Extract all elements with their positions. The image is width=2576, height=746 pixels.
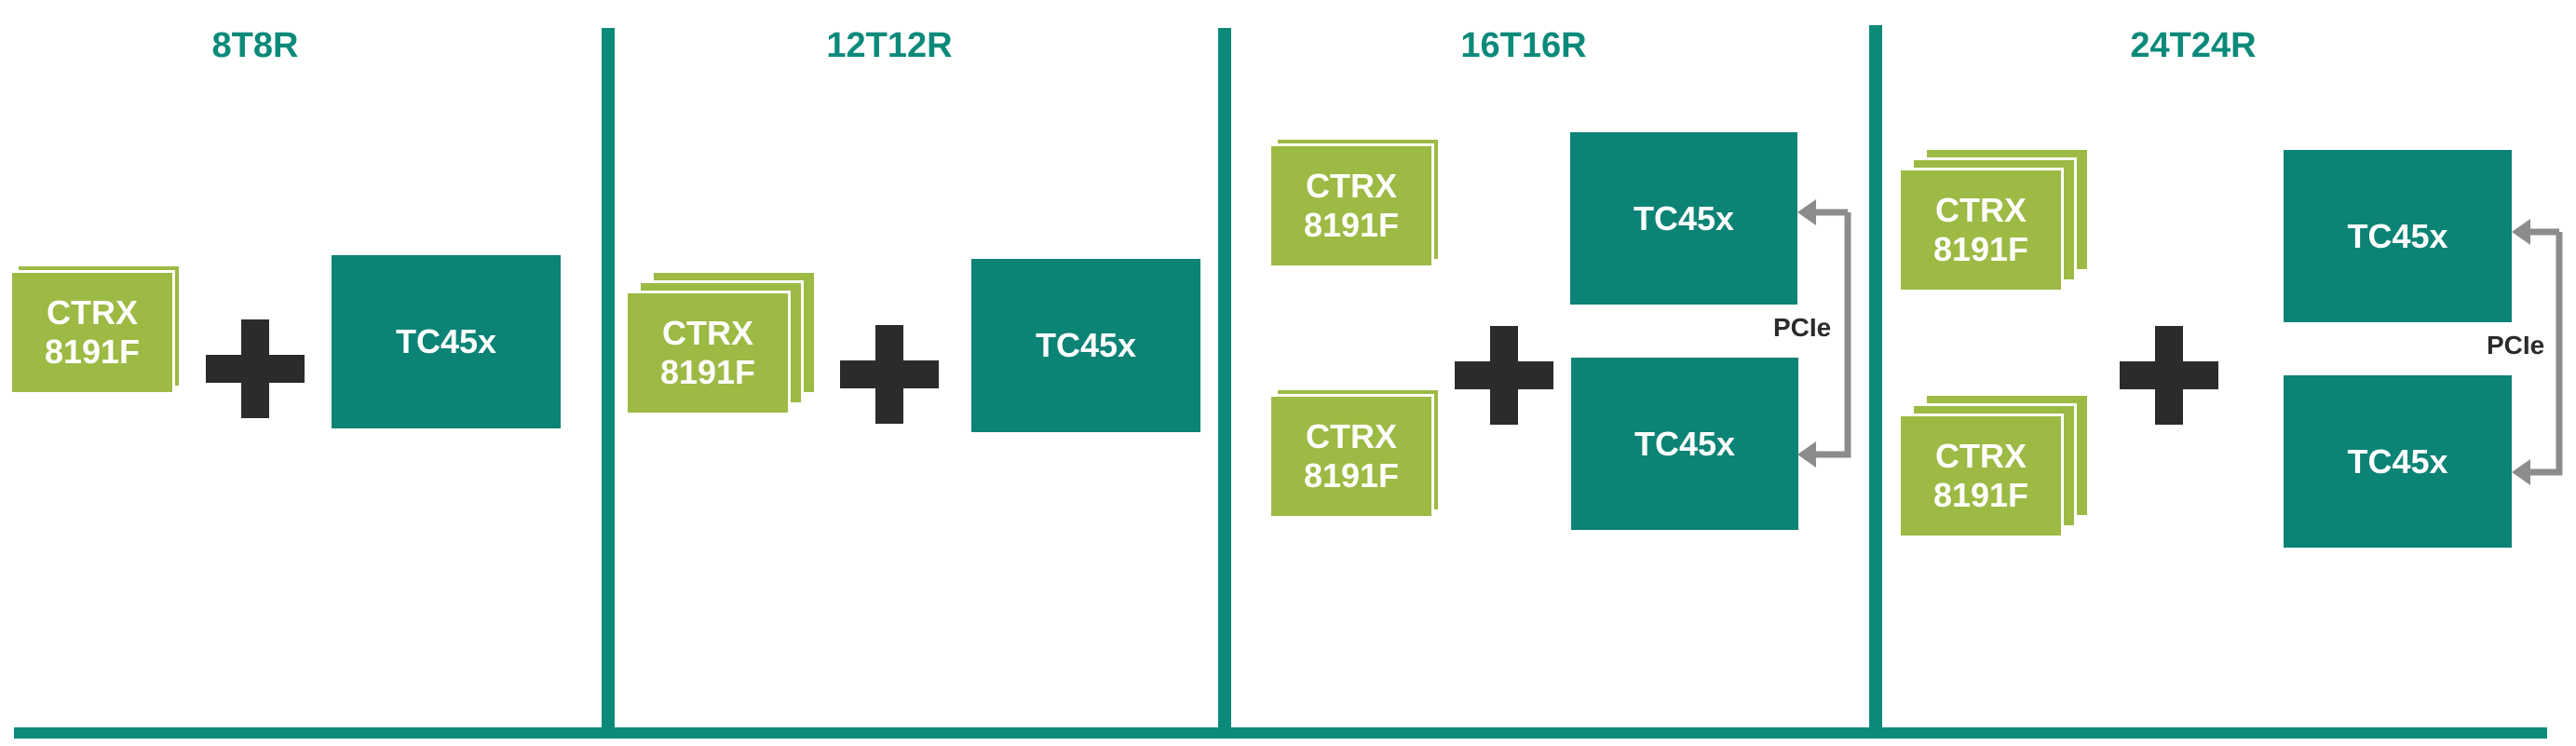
ctrx-chip-model: 8191F <box>44 332 141 371</box>
ctrx-chip-stack: CTRX 8191F <box>625 270 817 419</box>
ctrx-chip-name: CTRX <box>1306 167 1397 205</box>
ctrx-chip-name: CTRX <box>1306 417 1397 455</box>
ctrx-chip-stack: CTRX 8191F <box>1898 393 2090 542</box>
ctrx-chip-model: 8191F <box>659 353 756 391</box>
baseline <box>14 727 2547 739</box>
pcie-label: PCIe <box>2483 331 2549 360</box>
tc45x-block: TC45x <box>332 255 561 428</box>
ctrx-chip-name: CTRX <box>662 314 753 352</box>
ctrx-chip: CTRX 8191F <box>625 291 791 415</box>
ctrx-chip-name: CTRX <box>47 293 138 332</box>
ctrx-chip-stack: CTRX 8191F <box>1898 147 2090 296</box>
section-divider-1 <box>602 28 615 731</box>
pcie-label: PCIe <box>1769 313 1836 343</box>
pcie-arrow <box>2512 219 2563 485</box>
plus-icon <box>206 319 305 418</box>
ctrx-chip: CTRX 8191F <box>9 270 175 395</box>
tc45x-block: TC45x <box>2284 375 2512 548</box>
section-title-12t12r: 12T12R <box>826 26 953 65</box>
ctrx-chip-model: 8191F <box>1932 230 2029 268</box>
ctrx-chip-name: CTRX <box>1935 437 2027 475</box>
section-divider-3 <box>1869 25 1882 731</box>
ctrx-chip-stack: CTRX 8191F <box>9 264 182 397</box>
plus-icon <box>840 325 939 424</box>
ctrx-chip-stack: CTRX 8191F <box>1268 137 1441 270</box>
ctrx-chip-name: CTRX <box>1935 191 2027 229</box>
section-divider-2 <box>1218 28 1231 731</box>
section-title-16t16r: 16T16R <box>1460 26 1587 65</box>
ctrx-chip-model: 8191F <box>1303 456 1400 495</box>
ctrx-chip: CTRX 8191F <box>1268 143 1434 268</box>
tc45x-block: TC45x <box>2284 150 2512 322</box>
ctrx-chip-model: 8191F <box>1303 206 1400 244</box>
plus-icon <box>2120 326 2218 425</box>
ctrx-chip: CTRX 8191F <box>1268 394 1434 519</box>
ctrx-chip-model: 8191F <box>1932 476 2029 514</box>
tc45x-block: TC45x <box>971 259 1200 432</box>
pcie-arrow <box>1797 199 1851 468</box>
ctrx-chip-stack: CTRX 8191F <box>1268 387 1441 521</box>
tc45x-block: TC45x <box>1570 132 1797 305</box>
ctrx-chip: CTRX 8191F <box>1898 168 2064 292</box>
ctrx-chip: CTRX 8191F <box>1898 414 2064 538</box>
plus-icon <box>1455 326 1553 425</box>
section-title-8t8r: 8T8R <box>211 26 299 65</box>
tc45x-block: TC45x <box>1571 358 1798 530</box>
section-title-24t24r: 24T24R <box>2130 26 2257 65</box>
